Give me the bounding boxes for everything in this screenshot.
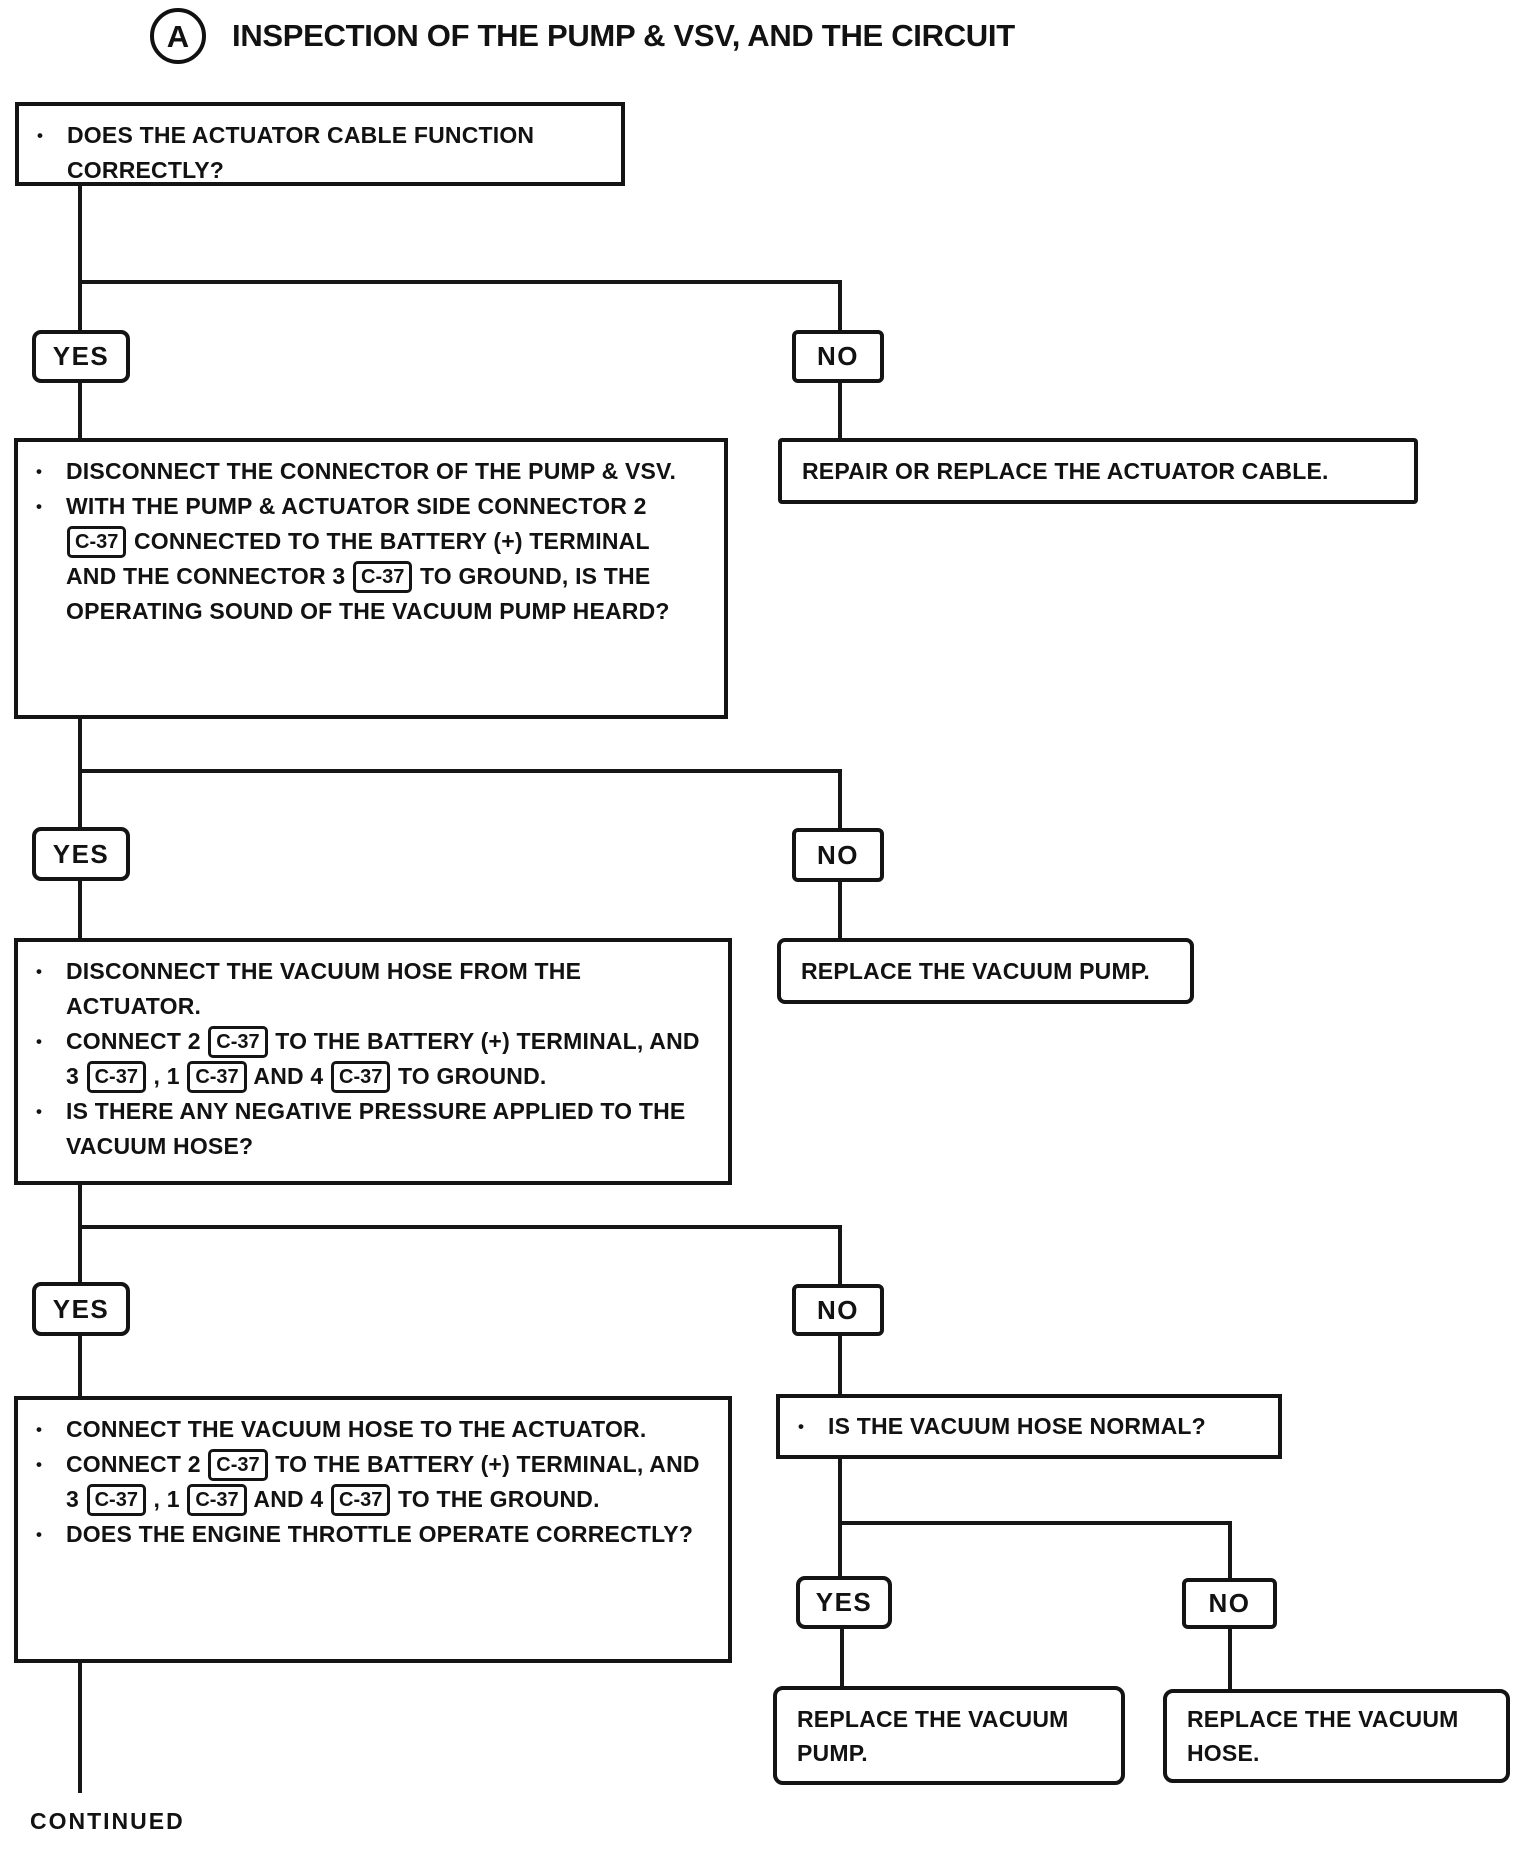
bullet-dot-icon: • bbox=[36, 1032, 43, 1051]
yes-badge-2: YES bbox=[32, 827, 130, 881]
connector-line bbox=[838, 1521, 842, 1576]
no-badge-4: NO bbox=[1182, 1578, 1277, 1629]
line-text: IS THE VACUUM HOSE NORMAL? bbox=[828, 1413, 1206, 1439]
line-text: , 1 bbox=[146, 1486, 187, 1512]
connector-line bbox=[1228, 1521, 1232, 1578]
no-badge-3: NO bbox=[792, 1284, 884, 1336]
connector-line bbox=[78, 881, 82, 938]
connector-line bbox=[78, 280, 842, 284]
connector-line bbox=[838, 383, 842, 438]
connector-line bbox=[838, 1336, 842, 1394]
bullet-line: • DISCONNECT THE CONNECTOR OF THE PUMP & … bbox=[34, 454, 704, 489]
action-text: REPLACE THE VACUUM PUMP. bbox=[797, 1705, 1069, 1766]
bullet-line: • CONNECT 2 C-37 TO THE BATTERY (+) TERMI… bbox=[34, 1447, 708, 1517]
connector-ref-chip: C-37 bbox=[208, 1449, 268, 1481]
connector-line bbox=[78, 769, 82, 827]
bullet-line: • DISCONNECT THE VACUUM HOSE FROM THE ACT… bbox=[34, 954, 708, 1024]
connector-line bbox=[78, 186, 82, 280]
connector-line bbox=[78, 719, 82, 769]
line-text: WITH THE PUMP & ACTUATOR SIDE CONNECTOR … bbox=[66, 493, 647, 519]
bullet-line: • CONNECT THE VACUUM HOSE TO THE ACTUATOR… bbox=[34, 1412, 708, 1447]
connector-line bbox=[78, 1336, 82, 1396]
connector-ref-chip: C-37 bbox=[67, 526, 127, 558]
connector-line bbox=[838, 1521, 1232, 1525]
line-text: TO THE BATTERY (+) TERMINAL, AND 3 bbox=[66, 1028, 700, 1089]
connector-ref-chip: C-37 bbox=[187, 1484, 247, 1516]
yes-badge-3: YES bbox=[32, 1282, 130, 1336]
line-text: CONNECTED TO THE BATTERY (+) TERMINAL AN… bbox=[66, 528, 650, 589]
connector-ref-chip: C-37 bbox=[187, 1061, 247, 1093]
line-text: CONNECT THE VACUUM HOSE TO THE ACTUATOR. bbox=[66, 1416, 647, 1442]
connector-line bbox=[838, 1225, 842, 1284]
no-badge-2: NO bbox=[792, 828, 884, 882]
bullet-line: • DOES THE ENGINE THROTTLE OPERATE CORREC… bbox=[34, 1517, 708, 1552]
connector-line bbox=[840, 1629, 844, 1686]
line-text: TO THE BATTERY (+) TERMINAL, AND 3 bbox=[66, 1451, 700, 1512]
yes-badge-1: YES bbox=[32, 330, 130, 383]
line-text: TO GROUND, IS THE OPERATING SOUND OF THE… bbox=[66, 563, 670, 624]
line-text: TO GROUND. bbox=[391, 1063, 547, 1089]
line-text: TO THE GROUND. bbox=[391, 1486, 600, 1512]
decision-box-pump-sound: • DISCONNECT THE CONNECTOR OF THE PUMP & … bbox=[14, 438, 728, 719]
continued-label: CONTINUED bbox=[30, 1808, 185, 1834]
connector-line bbox=[78, 280, 82, 332]
action-box-replace-hose: REPLACE THE VACUUM HOSE. bbox=[1163, 1689, 1510, 1783]
decision-box-engine-throttle: • CONNECT THE VACUUM HOSE TO THE ACTUATOR… bbox=[14, 1396, 732, 1663]
connector-ref-chip: C-37 bbox=[331, 1061, 391, 1093]
action-text: REPLACE THE VACUUM PUMP. bbox=[801, 958, 1150, 984]
connector-line bbox=[78, 383, 82, 439]
connector-line bbox=[838, 1459, 842, 1521]
line-text: DISCONNECT THE CONNECTOR OF THE PUMP & V… bbox=[66, 458, 677, 484]
action-text: REPAIR OR REPLACE THE ACTUATOR CABLE. bbox=[802, 458, 1329, 484]
connector-ref-chip: C-37 bbox=[86, 1484, 146, 1516]
line-text: DISCONNECT THE VACUUM HOSE FROM THE ACTU… bbox=[66, 958, 582, 1019]
bullet-dot-icon: • bbox=[36, 462, 43, 481]
bullet-dot-icon: • bbox=[36, 497, 43, 516]
connector-ref-chip: C-37 bbox=[353, 561, 413, 593]
connector-line bbox=[1228, 1629, 1232, 1689]
bullet-dot-icon: • bbox=[36, 1455, 43, 1474]
connector-line bbox=[838, 769, 842, 828]
line-text: AND 4 bbox=[247, 1063, 331, 1089]
line-text: DOES THE ENGINE THROTTLE OPERATE CORRECT… bbox=[66, 1521, 694, 1547]
action-box-repair-cable: REPAIR OR REPLACE THE ACTUATOR CABLE. bbox=[778, 438, 1418, 504]
connector-line bbox=[78, 1663, 82, 1793]
bullet-dot-icon: • bbox=[798, 1417, 805, 1436]
line-text: CONNECT 2 bbox=[66, 1451, 208, 1477]
connector-ref-chip: C-37 bbox=[331, 1484, 391, 1516]
action-box-replace-pump-2: REPLACE THE VACUUM PUMP. bbox=[773, 1686, 1125, 1785]
yes-badge-4: YES bbox=[796, 1576, 892, 1629]
line-text: , 1 bbox=[146, 1063, 187, 1089]
bullet-dot-icon: • bbox=[36, 1525, 43, 1544]
line-text: AND 4 bbox=[247, 1486, 331, 1512]
section-badge-a: A bbox=[150, 8, 206, 64]
line-text: IS THERE ANY NEGATIVE PRESSURE APPLIED T… bbox=[66, 1098, 686, 1159]
connector-line bbox=[78, 769, 842, 773]
bullet-line: • CONNECT 2 C-37 TO THE BATTERY (+) TERMI… bbox=[34, 1024, 708, 1094]
line-text: CONNECT 2 bbox=[66, 1028, 208, 1054]
decision-box-negative-pressure: • DISCONNECT THE VACUUM HOSE FROM THE ACT… bbox=[14, 938, 732, 1185]
bullet-line: • DOES THE ACTUATOR CABLE FUNCTION CORREC… bbox=[35, 118, 601, 188]
connector-ref-chip: C-37 bbox=[86, 1061, 146, 1093]
connector-line bbox=[838, 280, 842, 332]
page-title: INSPECTION OF THE PUMP & VSV, AND THE CI… bbox=[232, 18, 1015, 53]
bullet-line: • IS THE VACUUM HOSE NORMAL? bbox=[796, 1409, 1258, 1444]
action-box-replace-pump-1: REPLACE THE VACUUM PUMP. bbox=[777, 938, 1194, 1004]
decision-box-actuator-cable: • DOES THE ACTUATOR CABLE FUNCTION CORREC… bbox=[15, 102, 625, 186]
bullet-dot-icon: • bbox=[36, 1102, 43, 1121]
connector-line bbox=[78, 1225, 82, 1282]
connector-line bbox=[838, 882, 842, 938]
bullet-dot-icon: • bbox=[36, 1420, 43, 1439]
action-text: REPLACE THE VACUUM HOSE. bbox=[1187, 1706, 1459, 1766]
bullet-dot-icon: • bbox=[37, 126, 44, 145]
connector-ref-chip: C-37 bbox=[208, 1026, 268, 1058]
line-text: DOES THE ACTUATOR CABLE FUNCTION CORRECT… bbox=[67, 122, 535, 183]
no-badge-1: NO bbox=[792, 330, 884, 383]
bullet-line: • IS THERE ANY NEGATIVE PRESSURE APPLIED … bbox=[34, 1094, 708, 1164]
decision-box-hose-normal: • IS THE VACUUM HOSE NORMAL? bbox=[776, 1394, 1282, 1459]
connector-line bbox=[78, 1185, 82, 1225]
bullet-line: • WITH THE PUMP & ACTUATOR SIDE CONNECTOR… bbox=[34, 489, 704, 629]
connector-line bbox=[78, 1225, 842, 1229]
bullet-dot-icon: • bbox=[36, 962, 43, 981]
